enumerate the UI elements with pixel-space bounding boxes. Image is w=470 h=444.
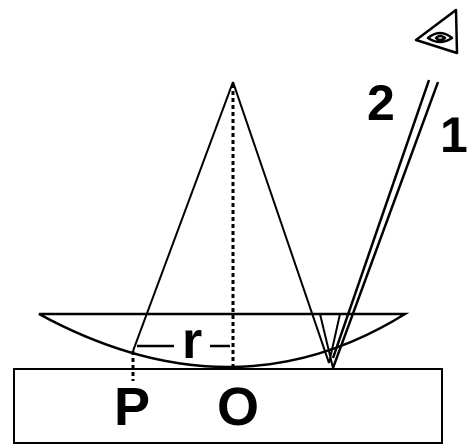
ray-2-line [331,79,431,359]
cone-line-right [232,81,330,364]
ray-refraction-line [328,313,341,364]
radius-label: r [182,312,202,370]
ray-1-line [331,81,440,369]
ray-2-label: 2 [367,75,395,131]
point-p-label: P [114,377,150,437]
eye-icon [414,8,459,55]
plano-convex-lens [38,312,410,369]
point-o-label: O [217,377,259,437]
cone-line-left [132,81,234,352]
glass-plate [13,368,443,444]
ray-1-label: 1 [440,107,468,163]
